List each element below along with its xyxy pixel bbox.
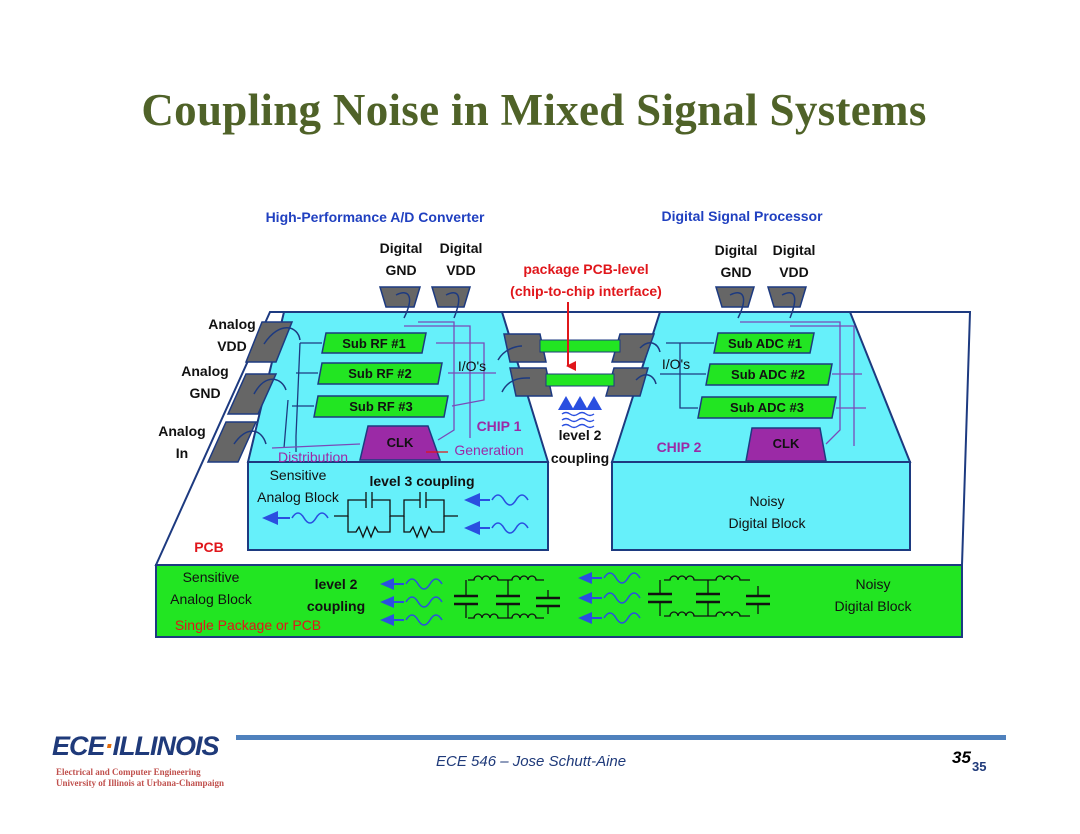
pcb-digital-block-label: Digital Block [834,598,912,614]
adc-title: High-Performance A/D Converter [266,209,485,225]
interconnect-top [539,339,621,353]
sub-rf-1-label: Sub RF #1 [342,336,406,351]
io-pad-left-bottom [509,367,553,397]
chip2-gnd-pad [714,286,756,308]
logo-subtitle-2: University of Illinois at Urbana-Champai… [56,778,225,788]
pcb-noisy-label: Noisy [855,576,890,592]
chip2-digital-gnd-label-1: Digital [715,242,758,258]
distribution-label: Distribution [278,449,348,465]
analog-vdd-label-2: VDD [217,338,247,354]
chip2-vdd-pad [766,286,808,308]
sub-rf-3-block [313,395,449,418]
chip2-ios-label: I/O's [662,356,690,372]
chip1-digital-gnd-label-2: GND [385,262,416,278]
chip1-front [247,461,549,551]
analog-gnd-pad [226,373,278,415]
pcb-noise-arrows-left [380,578,443,626]
chip1-digital-gnd-label-1: Digital [380,240,423,256]
clk-block-chip1 [359,425,442,461]
clk-label-chip1: CLK [387,435,414,450]
pcb-lc-network-left [454,575,560,619]
page-number: 35 [952,748,971,767]
io-pad-left-top [503,333,547,363]
io-pad-right-top [611,333,656,363]
chip2-digital-vdd-label-1: Digital [773,242,816,258]
analog-vdd-pad [244,321,294,363]
level3-coupling-circuit [334,492,458,539]
logo-ece: ECE [52,731,106,761]
sub-adc-3-block [697,396,837,419]
page-number-subscript: 35 [972,759,987,774]
sub-rf-1-block [321,332,427,354]
ece-illinois-logo: ECE·ILLINOIS [52,731,220,762]
sub-adc-3-label: Sub ADC #3 [730,400,804,415]
level3-coupling-label: level 3 coupling [369,473,474,489]
pcb-noise-arrows-middle [578,572,641,624]
chip2-digital-block-label: Digital Block [728,515,806,531]
chip2-digital-gnd-label-2: GND [720,264,751,280]
chip2-digital-vdd-label-2: VDD [779,264,809,280]
dsp-title: Digital Signal Processor [661,208,823,224]
sub-rf-2-label: Sub RF #2 [348,366,412,381]
pcb-lc-network-right [648,575,770,617]
analog-in-pad [206,421,258,463]
pcb-coupling-label: coupling [307,598,365,614]
level2-coupling-icon [558,396,602,429]
clk-block-chip2 [745,427,827,462]
package-label-1: package PCB-level [523,261,648,277]
chip1-ios-label: I/O's [458,358,486,374]
sub-adc-2-block [705,363,833,386]
analog-in-label-2: In [176,445,188,461]
chip2-noisy-label: Noisy [749,493,784,509]
logo-dot-icon: · [104,731,114,761]
level2-label-top-2: coupling [551,450,609,466]
pcb-analog-block-label: Analog Block [170,591,253,607]
sub-adc-1-label: Sub ADC #1 [728,336,802,351]
chip1-wiring [271,321,496,452]
chip1-digital-vdd-label-2: VDD [446,262,476,278]
pcb-level2-label: level 2 [315,576,358,592]
level2-label-top-1: level 2 [559,427,602,443]
footer-course-text: ECE 546 – Jose Schutt-Aine [436,753,627,770]
generation-label: Generation [454,442,523,458]
single-package-label: Single Package or PCB [175,617,321,633]
analog-gnd-label-2: GND [189,385,220,401]
chip1-vdd-pad [430,286,472,308]
sub-rf-3-label: Sub RF #3 [349,399,413,414]
clk-label-chip2: CLK [773,436,800,451]
level3-noise-arrows [262,493,529,535]
chip2-front [611,461,911,551]
io-pad-right-bottom [605,367,649,397]
chip1-digital-vdd-label-1: Digital [440,240,483,256]
sub-adc-2-label: Sub ADC #2 [731,367,805,382]
chip2-label: CHIP 2 [657,439,702,455]
pcb-label: PCB [194,539,224,555]
logo-illinois: ILLINOIS [112,731,220,761]
sub-rf-2-block [317,362,443,385]
pcb-sensitive-label: Sensitive [183,569,240,585]
chip1-label: CHIP 1 [477,418,522,434]
chip1-analog-block-label: Analog Block [257,489,340,505]
interconnect-bottom [545,373,615,387]
chip1-gnd-pad [378,286,422,308]
slide-title: Coupling Noise in Mixed Signal Systems [141,85,927,135]
analog-in-label-1: Analog [158,423,205,439]
package-label-2: (chip-to-chip interface) [510,283,662,299]
chip2-wiring [660,321,866,446]
analog-gnd-label-1: Analog [181,363,228,379]
sub-adc-1-block [713,332,815,354]
logo-subtitle-1: Electrical and Computer Engineering [56,767,201,777]
pcb-band [155,564,963,638]
analog-vdd-label-1: Analog [208,316,255,332]
footer-divider [236,735,1006,740]
chip1-sensitive-label: Sensitive [270,467,327,483]
